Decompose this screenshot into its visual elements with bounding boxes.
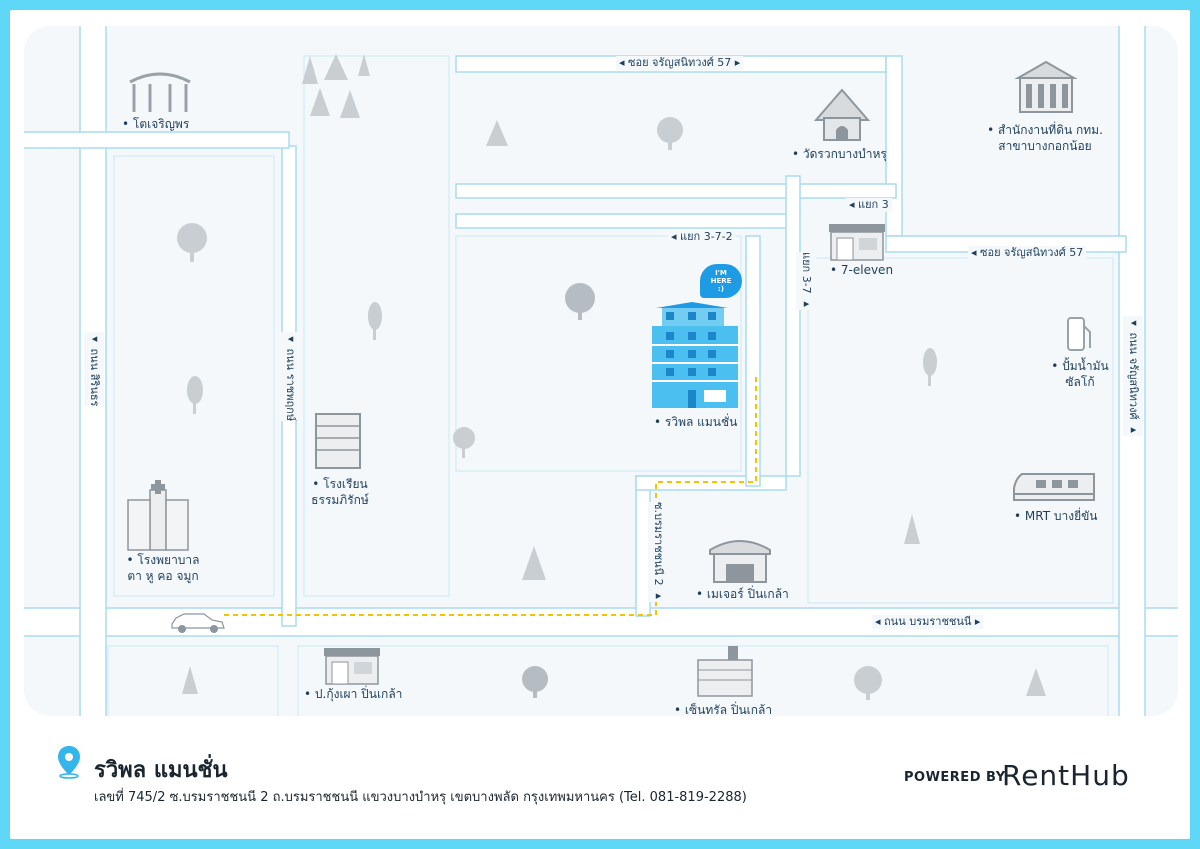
place-label-land-office[interactable]: • สำนักงานที่ดิน กทม. สาขาบางกอกน้อย [987, 123, 1103, 153]
place-label-gas[interactable]: • ปั้มน้ำมัน ซัลโก้ [1051, 359, 1109, 389]
property-address: เลขที่ 745/2 ซ.บรมราชชนนี 2 ถ.บรมราชชนนี… [94, 790, 747, 805]
road-label-jaran: ◂ ถนน จรัญสนิทวงศ์ ▸ [1123, 316, 1143, 436]
place-label-mrt[interactable]: • MRT บางยี่ขัน [1014, 509, 1098, 523]
place-label-school[interactable]: • โรงเรียน ธรรมภิรักษ์ [311, 477, 369, 507]
restaurant-icon [324, 648, 380, 685]
place-label-hospital[interactable]: • โรงพยาบาล ตา หู คอ จมูก [126, 553, 200, 583]
renthub-logo[interactable]: RentHub [1002, 759, 1130, 792]
pin-icon [58, 746, 80, 779]
map-area[interactable]: ◂ ซอย จรัญสนิทวงศ์ 57 ▸ ◂ ซอย จรัญสนิทวง… [24, 26, 1178, 716]
road-yaek37 [785, 175, 801, 477]
pavilion-icon [129, 72, 191, 112]
road-label-soi57-top: ◂ ซอย จรัญสนิทวงศ์ 57 ▸ [616, 56, 744, 70]
central-mall-icon [697, 646, 753, 697]
school-icon [315, 413, 361, 469]
road-label-soi57-right: ◂ ซอย จรัญสนิทวงศ์ 57 [968, 246, 1087, 260]
place-label-central[interactable]: • เซ็นทรัล ปิ่นเกล้า [674, 703, 773, 716]
store-icon [829, 224, 885, 261]
mall-icon [709, 540, 771, 583]
road-label-sirinthon: ◂ ถนน สิรินธร [84, 332, 104, 407]
road-label-borom: ◂ ถนน บรมราชชนนี ▸ [872, 615, 984, 629]
road-label-yaek372: ◂ แยก 3-7-2 [668, 230, 736, 244]
tree-icons [177, 54, 1046, 700]
road-inner [745, 235, 761, 487]
road-top-left [24, 131, 290, 149]
place-label-ravipon[interactable]: • รวิพล แมนชั่น [654, 415, 738, 429]
government-building-icon [1014, 60, 1078, 113]
property-name: รวิพล แมนชั่น [94, 758, 228, 783]
map-card: ◂ ซอย จรัญสนิทวงศ์ 57 ▸ ◂ ซอย จรัญสนิทวง… [10, 10, 1190, 839]
route-line [224, 376, 757, 616]
temple-icon [813, 88, 871, 141]
place-label-wat[interactable]: • วัดรวกบางบำหรุ [792, 147, 887, 161]
im-here-marker[interactable]: I'M HERE :) [700, 264, 742, 298]
train-icon [1013, 473, 1095, 501]
place-label-toje[interactable]: • โตเจริญพร [122, 117, 190, 131]
road-label-borom2: ซ.บรมราชชนนี 2 ▸ [648, 502, 668, 603]
road-label-rapruk: ◂ ถนน ราชพฤกษ์ [280, 332, 300, 422]
place-label-7eleven[interactable]: • 7-eleven [830, 263, 894, 277]
road-yaek3 [455, 183, 897, 199]
powered-by-label: POWERED BY [904, 770, 1006, 785]
road-yaek372 [455, 213, 797, 229]
hospital-icon [127, 480, 189, 551]
road-label-yaek37: แยก 3-7 ▸ [796, 252, 816, 311]
car-icon [171, 613, 225, 633]
place-label-kungpao[interactable]: • ป.กุ้งเผา ปิ่นเกล้า [304, 687, 403, 701]
place-label-major[interactable]: • เมเจอร์ ปิ่นเกล้า [696, 587, 789, 601]
apartment-building-icon [652, 302, 738, 408]
road-label-yaek3: ◂ แยก 3 [846, 198, 892, 212]
gas-station-icon [1067, 317, 1091, 351]
